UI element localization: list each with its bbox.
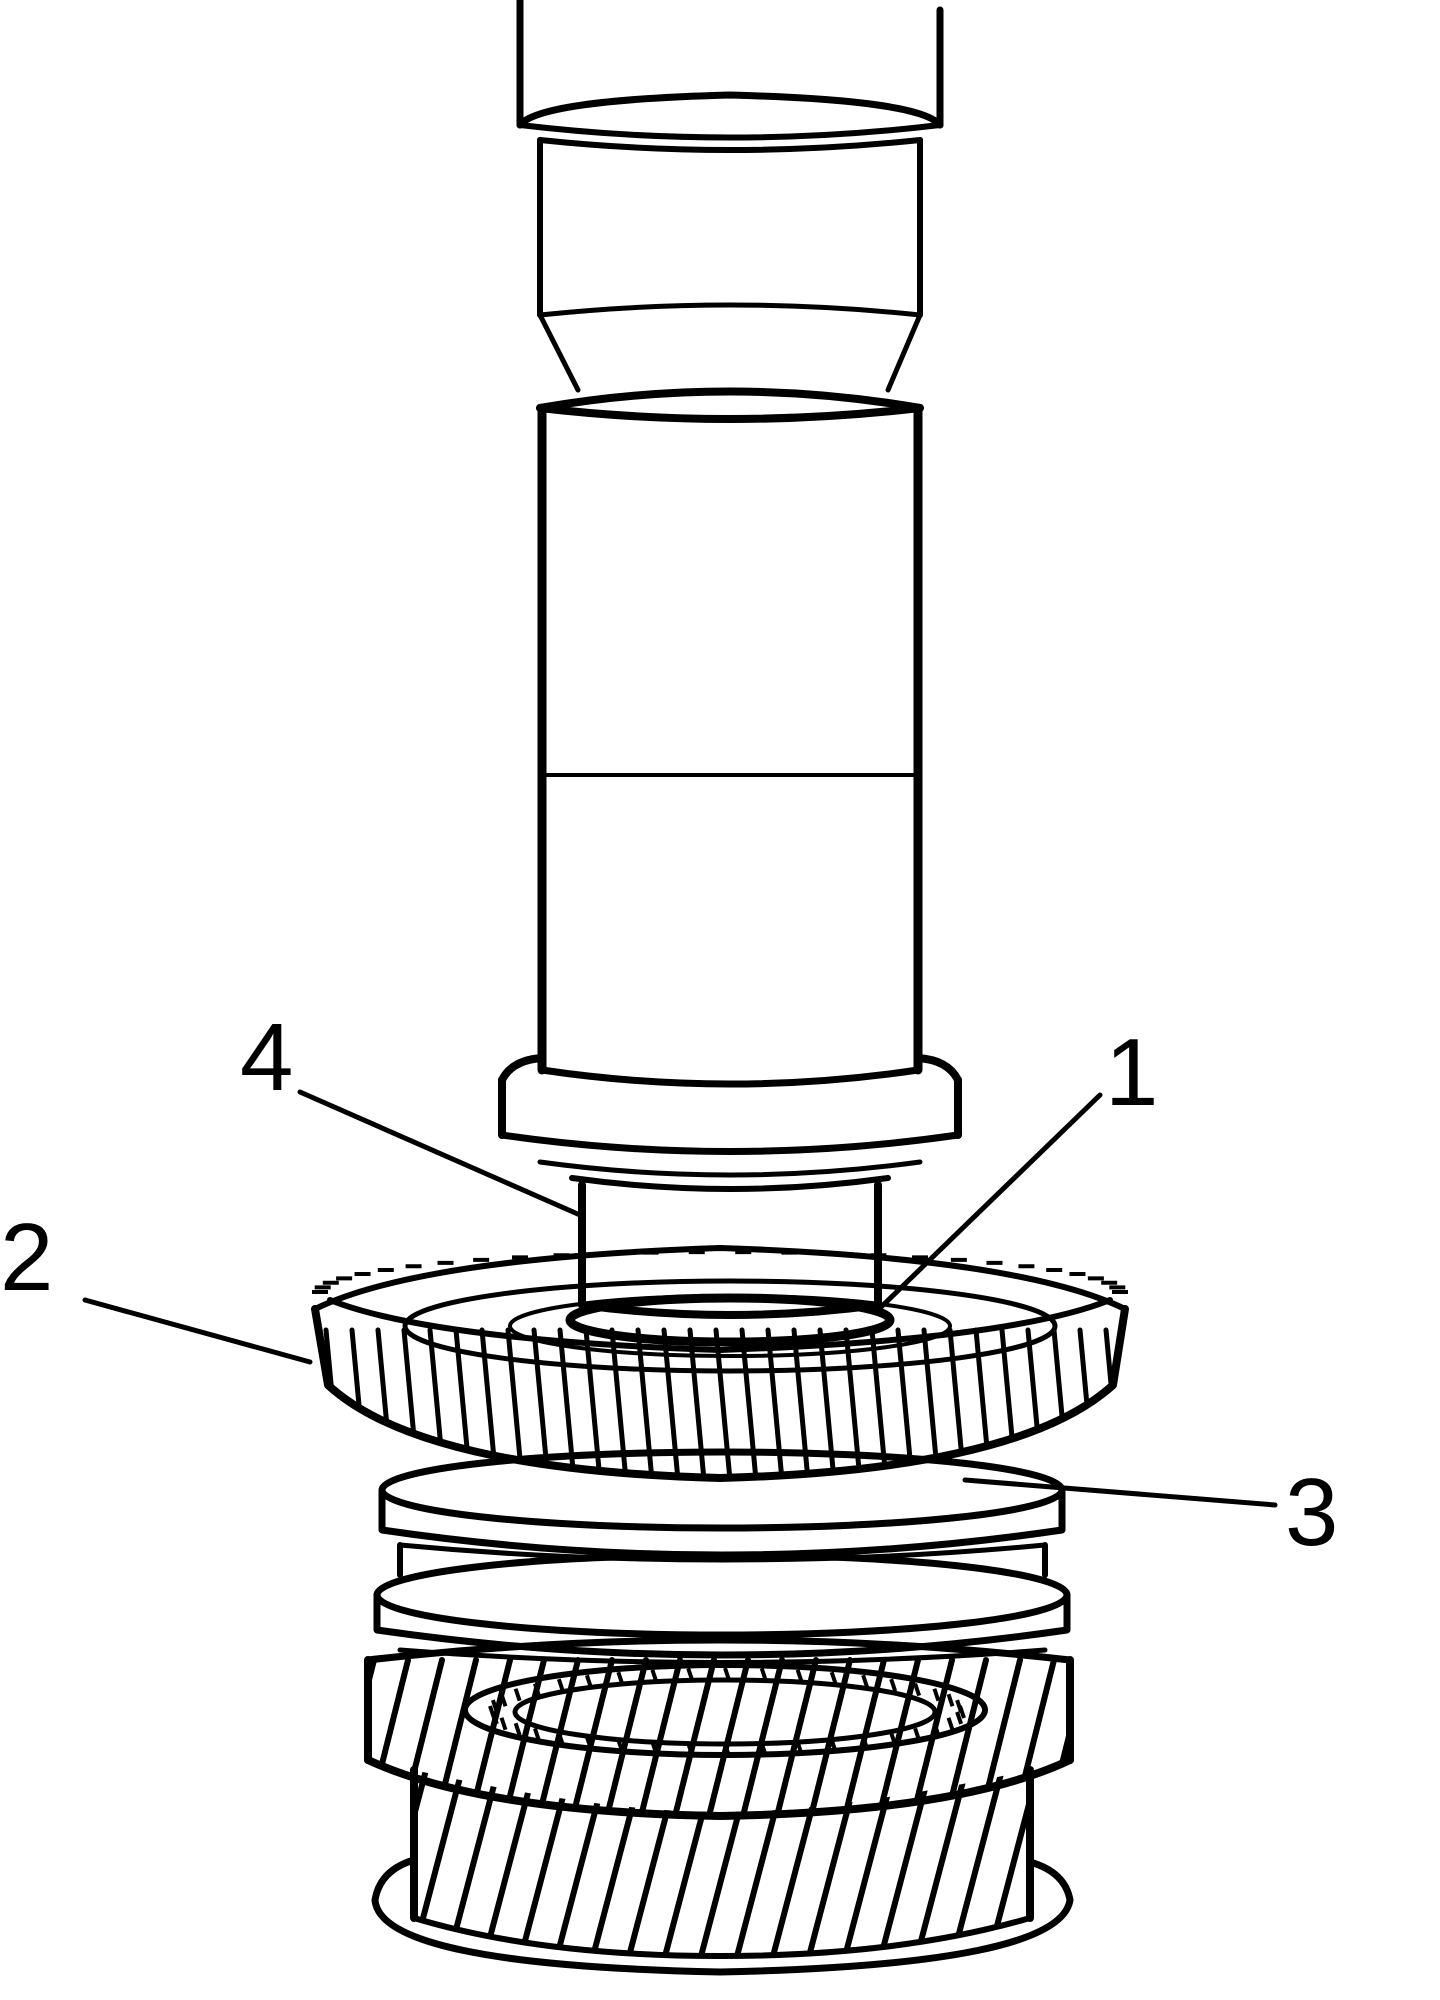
- gear-tooth-line: [913, 1770, 969, 1956]
- gear-tooth-line: [505, 1327, 525, 1478]
- gear-tooth-line: [401, 1327, 421, 1478]
- gear-tooth-line: [323, 1327, 343, 1478]
- gear-tooth-line: [977, 1657, 1023, 1816]
- synchro-tooth: [946, 1717, 955, 1731]
- gear-tooth-line: [300, 1660, 340, 1820]
- installer-body: [536, 387, 924, 1088]
- gear-tooth-line: [517, 1770, 573, 1956]
- gear-tooth-line: [569, 1657, 615, 1816]
- leader-line-2: [82, 1297, 313, 1365]
- callout-label-1: 1: [1105, 1019, 1158, 1126]
- gear-tooth-line: [671, 1657, 717, 1816]
- gear-tooth-line: [999, 1327, 1019, 1478]
- synchro-tooth: [650, 1669, 659, 1683]
- gear-tooth-line: [949, 1770, 1005, 1956]
- gear-tooth-line: [368, 1657, 411, 1816]
- gear-tooth-line: [661, 1327, 681, 1478]
- synchro-tooth: [913, 1683, 922, 1697]
- press-ram: [516, 0, 944, 153]
- gear-tooth-line: [765, 1327, 785, 1478]
- gear-tooth-line: [467, 1657, 513, 1816]
- leader-line-3: [962, 1477, 1278, 1508]
- gear-tooth-line: [414, 1770, 429, 1956]
- synchro-tooth: [829, 1671, 838, 1685]
- gear-tooth-line: [739, 1327, 759, 1478]
- gear-tooth-line: [909, 1657, 955, 1816]
- gear-top-notches: [312, 1250, 1128, 1294]
- synchro-tooth: [946, 1693, 955, 1707]
- synchro-tooth: [499, 1717, 508, 1731]
- gear-tooth-line: [481, 1770, 537, 1956]
- gear-tooth-line: [1051, 1327, 1071, 1478]
- gear-tooth-line: [875, 1657, 921, 1816]
- leader-lines: [82, 1089, 1278, 1508]
- gear-tooth-line: [1025, 1327, 1045, 1478]
- synchro-tooth: [513, 1722, 522, 1736]
- callout-label-4: 4: [240, 1004, 293, 1111]
- leader-line-4: [297, 1089, 583, 1218]
- gear-tooth-line: [479, 1327, 499, 1478]
- synchro-tooth: [795, 1741, 804, 1755]
- gear-tooth-line: [807, 1657, 853, 1816]
- gear-tooth-line: [921, 1327, 941, 1478]
- synchro-tooth: [686, 1667, 695, 1682]
- gear-tooth-line: [841, 1770, 897, 1956]
- gear-tooth-line: [340, 1770, 390, 1960]
- synchro-tooth: [759, 1667, 768, 1682]
- gear-tooth-line: [501, 1657, 547, 1816]
- synchro-tooth: [955, 1699, 964, 1713]
- synchro-tooth: [584, 1674, 593, 1688]
- driver-adapter: [537, 137, 923, 393]
- gear-tooth-line: [687, 1327, 707, 1478]
- installer-collar: [498, 1054, 962, 1178]
- gear-tooth-line: [535, 1657, 581, 1816]
- gear-tooth-line: [705, 1657, 751, 1816]
- synchro-tooth: [932, 1688, 941, 1702]
- gear-tooth-line: [375, 1327, 395, 1478]
- upper-helical-gear: [311, 1245, 1146, 1482]
- gear-tooth-line: [637, 1657, 683, 1816]
- synchro-tooth: [955, 1711, 964, 1725]
- gear-tooth-line: [739, 1657, 785, 1816]
- lower-shaft-body: [340, 1766, 1074, 1976]
- bearing-race: [565, 1293, 895, 1347]
- synchro-tooth: [532, 1727, 541, 1741]
- synchro-tooth: [861, 1674, 870, 1688]
- synchro-tooth: [889, 1678, 898, 1692]
- gear-tooth-line: [773, 1657, 819, 1816]
- callout-label-2: 2: [0, 1204, 53, 1311]
- synchro-tooth: [556, 1678, 565, 1692]
- synchro-tooth: [513, 1688, 522, 1702]
- gear-tooth-line: [841, 1657, 887, 1816]
- synchro-tooth: [795, 1669, 804, 1683]
- gear-tooth-line: [943, 1657, 989, 1816]
- callout-label-3: 3: [1285, 1459, 1338, 1566]
- gear-tooth-line: [877, 1770, 933, 1956]
- synchro-tooth: [616, 1671, 625, 1685]
- gear-tooth-line: [603, 1657, 649, 1816]
- spacer-rings: [373, 1448, 1071, 1665]
- synchro-tooth: [723, 1667, 731, 1681]
- leader-line-1: [875, 1092, 1103, 1313]
- gear-tooth-line: [1132, 1330, 1146, 1480]
- gear-tooth-line: [427, 1327, 447, 1478]
- synchro-tooth: [913, 1727, 922, 1741]
- gear-tooth-line: [315, 1327, 317, 1478]
